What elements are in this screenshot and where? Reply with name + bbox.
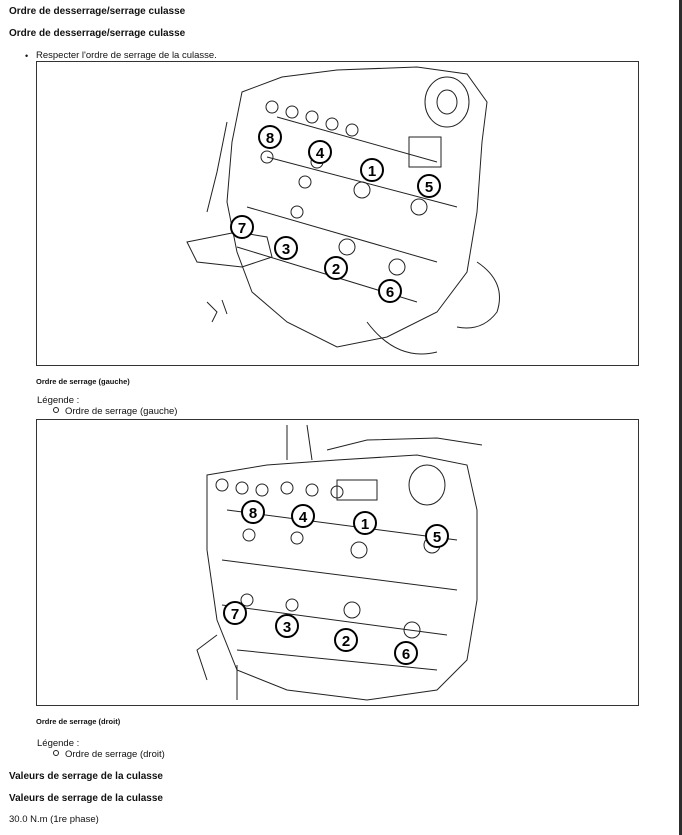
marker-7: 7 <box>230 215 254 239</box>
torque-value: 30.0 N.m (1re phase) <box>9 814 99 825</box>
marker-5: 5 <box>425 524 449 548</box>
engine-drawing-left: 1 2 3 4 5 6 7 8 <box>186 66 500 355</box>
figure-caption: Ordre de serrage (droit) <box>36 717 121 726</box>
marker-3: 3 <box>274 236 298 260</box>
marker-label: 2 <box>332 261 340 278</box>
marker-label: 6 <box>402 646 410 663</box>
legend-item: Ordre de serrage (gauche) <box>53 406 177 417</box>
marker-5: 5 <box>417 174 441 198</box>
marker-1: 1 <box>360 158 384 182</box>
marker-label: 4 <box>316 145 325 162</box>
marker-label: 4 <box>299 509 308 526</box>
torque-title: Valeurs de serrage de la culasse <box>9 771 163 782</box>
marker-label: 3 <box>282 241 290 258</box>
legend-item-text: Ordre de serrage (gauche) <box>65 406 178 417</box>
marker-8: 8 <box>258 125 282 149</box>
marker-2: 2 <box>334 628 358 652</box>
marker-3: 3 <box>275 614 299 638</box>
bullet-marker: • <box>25 51 29 61</box>
marker-label: 1 <box>368 163 376 180</box>
instruction-text: Respecter l'ordre de serrage de la culas… <box>36 50 217 61</box>
scrollbar[interactable] <box>679 0 682 835</box>
marker-label: 1 <box>361 516 369 533</box>
marker-label: 2 <box>342 633 350 650</box>
legend-item: Ordre de serrage (droit) <box>53 749 165 760</box>
legend-title: Légende : <box>37 738 80 749</box>
circle-bullet-icon <box>53 407 59 414</box>
marker-4: 4 <box>308 140 332 164</box>
marker-label: 6 <box>386 284 394 301</box>
legend-item-text: Ordre de serrage (droit) <box>65 749 165 760</box>
marker-label: 7 <box>231 606 239 623</box>
marker-label: 7 <box>238 220 246 237</box>
figure-caption: Ordre de serrage (gauche) <box>36 377 130 386</box>
marker-label: 8 <box>249 505 257 522</box>
legend-title: Légende : <box>37 395 80 406</box>
marker-label: 5 <box>433 529 441 546</box>
marker-6: 6 <box>394 641 418 665</box>
marker-label: 5 <box>425 179 433 196</box>
marker-4: 4 <box>291 504 315 528</box>
marker-2: 2 <box>324 256 348 280</box>
marker-6: 6 <box>378 279 402 303</box>
torque-subtitle: Valeurs de serrage de la culasse <box>9 793 163 804</box>
marker-8: 8 <box>241 500 265 524</box>
marker-1: 1 <box>353 511 377 535</box>
circle-bullet-icon <box>53 750 59 757</box>
figure-right-cylinder-head: 1 2 3 4 5 6 7 8 <box>36 419 639 706</box>
marker-label: 8 <box>266 130 274 147</box>
marker-label: 3 <box>283 619 291 636</box>
marker-7: 7 <box>223 601 247 625</box>
section-subtitle: Ordre de desserrage/serrage culasse <box>9 28 186 39</box>
figure-left-cylinder-head: 1 2 3 4 5 6 7 8 <box>36 61 639 366</box>
engine-drawing-right: 1 2 3 4 5 6 7 8 <box>196 424 483 701</box>
section-title: Ordre de desserrage/serrage culasse <box>9 6 186 17</box>
